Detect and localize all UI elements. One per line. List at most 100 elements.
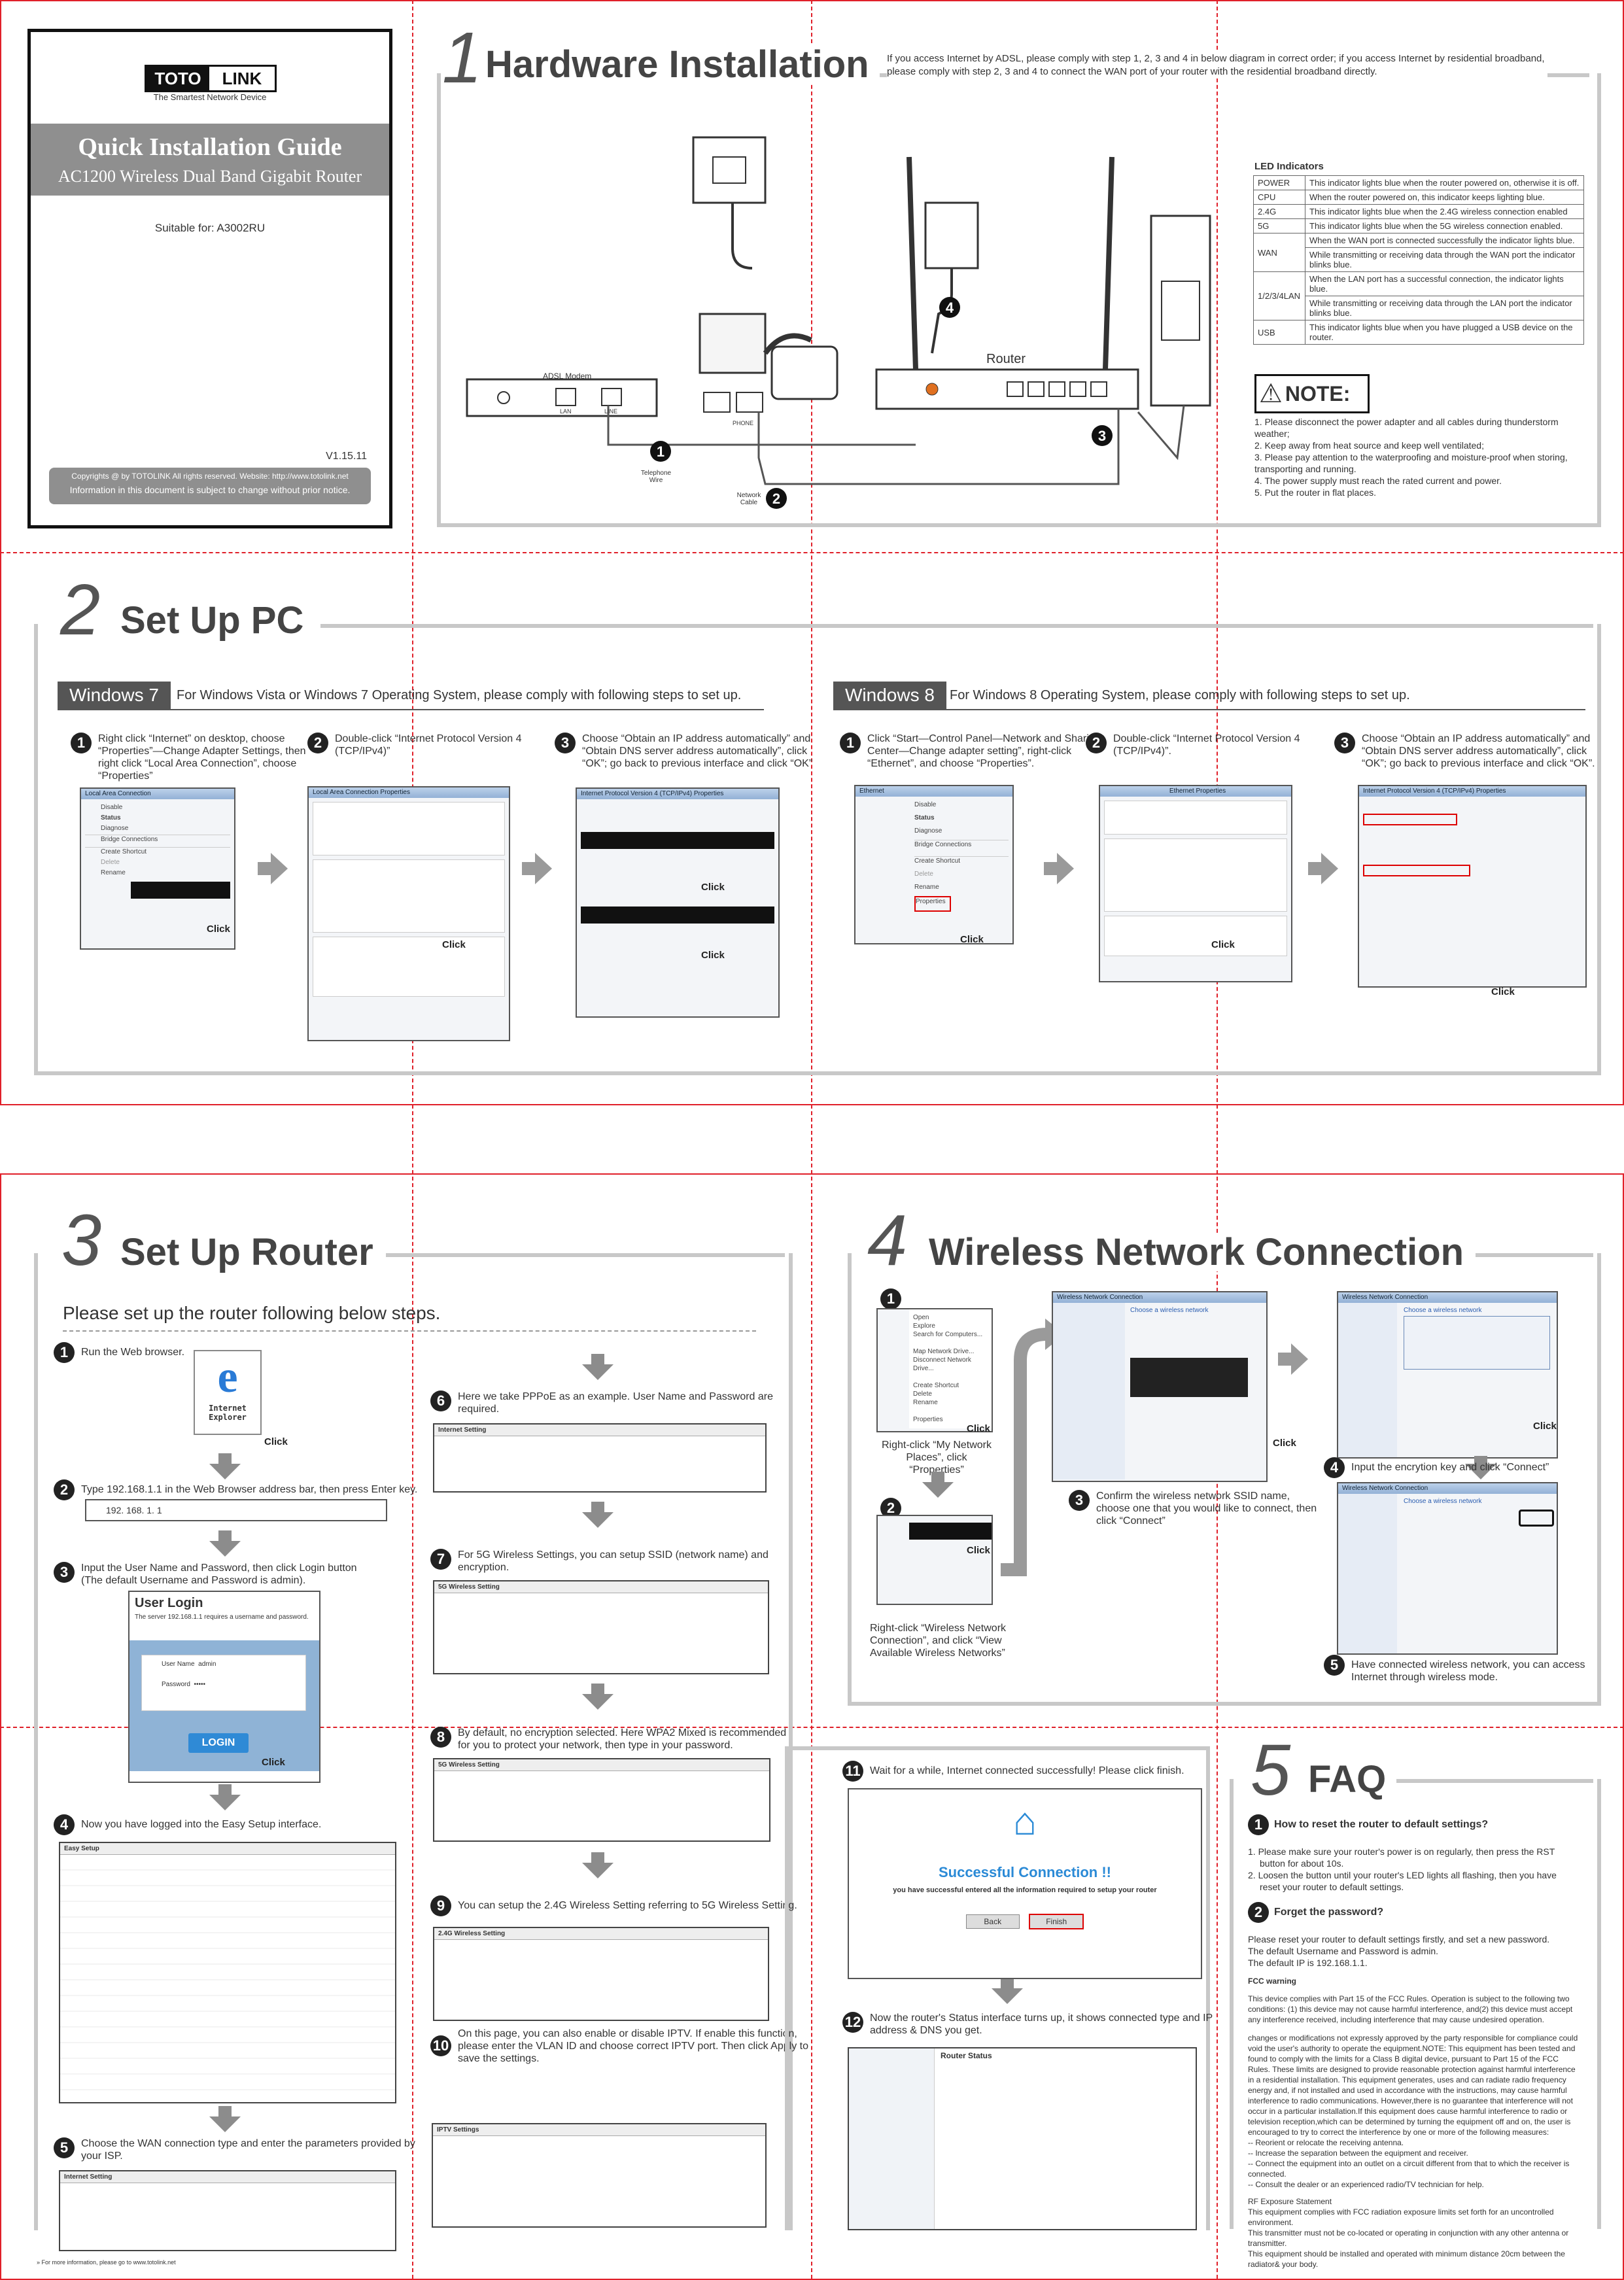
windows7-tab: Windows 7 (58, 682, 171, 709)
router-step-3-text: Input the User Name and Password, then c… (81, 1563, 357, 1586)
menu-item[interactable]: Rename (101, 869, 126, 876)
router-step-2-text: Type 192.168.1.1 in the Web Browser addr… (81, 1484, 418, 1495)
led-row-wan-2: While transmitting or receiving data thr… (1254, 247, 1584, 272)
s4-frame (848, 1253, 1601, 1706)
faq-a1-line: 2. Loosen the button until your router's… (1248, 1870, 1557, 1892)
wireless-window-title: Wireless Network Connection (1053, 1292, 1266, 1303)
lac-label: Local Area Connection (81, 789, 234, 799)
login-button[interactable]: LOGIN (188, 1733, 249, 1753)
fcc-title: FCC warning (1248, 1977, 1296, 1986)
back-button[interactable]: Back (965, 1914, 1020, 1929)
encryption-key-shot: Wireless Network Connection Choose a wir… (1337, 1291, 1558, 1459)
router-step-8-text: By default, no encryption selected. Here… (458, 1727, 787, 1751)
menu-item[interactable]: Status (101, 814, 121, 821)
adsl-modem-label: ADSL Modem (543, 371, 592, 381)
redacted-bar (581, 832, 774, 849)
choose-network-shot: Wireless Network Connection Choose a wir… (1052, 1291, 1268, 1482)
windows8-tab: Windows 8 (833, 682, 946, 709)
click-label: Click (1273, 1438, 1296, 1449)
led-desc-2: While transmitting or receiving data thr… (1305, 296, 1584, 320)
menu-item[interactable]: Delete (914, 871, 933, 878)
note-box: ⚠ NOTE: (1254, 374, 1370, 413)
menu-item[interactable]: Create Shortcut (85, 847, 230, 858)
lac-properties-title: Local Area Connection Properties (309, 787, 509, 798)
menu-item[interactable]: Bridge Connections (85, 835, 230, 847)
ipv4-title: Internet Protocol Version 4 (TCP/IPv4) P… (1359, 786, 1585, 797)
arrow-body (591, 1502, 604, 1513)
menu-item[interactable]: Disable (101, 804, 123, 811)
s2-frame (34, 624, 1601, 1075)
menu-item[interactable]: Diagnose (914, 827, 942, 835)
lan-label: LAN (560, 408, 572, 415)
network-cable-label: Network Cable (736, 492, 761, 506)
arrow-body (1001, 1979, 1014, 1990)
cover-version: V1.15.11 (326, 451, 367, 462)
s2-title: Set Up PC (120, 602, 316, 640)
menu-item[interactable]: Disable (914, 801, 937, 808)
s1-number: 1 (442, 22, 487, 94)
s3-intro-rule (63, 1330, 756, 1332)
win8-rule (833, 709, 1585, 710)
s3-rule (386, 1253, 785, 1257)
finish-button[interactable]: Finish (1029, 1914, 1084, 1929)
username-value[interactable]: admin (198, 1661, 216, 1668)
s4-title: Wireless Network Connection (929, 1234, 1476, 1271)
click-label: Click (701, 950, 725, 961)
menu-item[interactable]: Status (914, 814, 935, 821)
cover-title: Quick Installation Guide (78, 133, 342, 161)
menu-item[interactable]: Bridge Connections (914, 840, 1009, 856)
arrow-down-icon (209, 1464, 241, 1479)
win8-context-menu-shot: Ethernet Disable Status Diagnose Bridge … (854, 785, 1014, 944)
windows7-text: For Windows Vista or Windows 7 Operating… (177, 688, 742, 702)
led-desc: This indicator lights blue when you have… (1305, 320, 1584, 345)
fcc-list-item: -- Connect the equipment into an outlet … (1248, 2159, 1570, 2179)
router-step-1-text: Run the Web browser. (81, 1347, 185, 1358)
choose-network-heading: Choose a wireless network (1404, 1307, 1482, 1314)
s5-title: FAQ (1308, 1761, 1397, 1799)
pppoe-form: Internet Setting (433, 1423, 767, 1493)
arrow-right-icon (535, 853, 552, 884)
router-label: Router (986, 352, 1026, 366)
click-label: Click (1491, 986, 1515, 997)
menu-item[interactable]: Diagnose (101, 825, 129, 832)
arrow-right-icon (1321, 853, 1338, 884)
ipv4-properties-shot-win7: Internet Protocol Version 4 (TCP/IPv4) P… (576, 787, 780, 1018)
arrow-right-icon (1057, 853, 1074, 884)
led-row-lan-2: While transmitting or receiving data thr… (1254, 296, 1584, 320)
fcc-paragraph: changes or modifications not expressly a… (1248, 2033, 1578, 2137)
faq-a2-line: The default IP is 192.168.1.1. (1248, 1958, 1368, 1968)
arrow-down-icon (209, 1541, 241, 1557)
led-desc-2: While transmitting or receiving data thr… (1305, 247, 1584, 272)
menu-item[interactable]: Create Shortcut (914, 856, 1009, 870)
led-desc: When the LAN port has a successful conne… (1305, 271, 1584, 296)
password-value[interactable]: ••••• (194, 1681, 205, 1688)
address-bar[interactable]: 192. 168. 1. 1 (85, 1499, 387, 1521)
menu-item[interactable]: Delete (101, 859, 120, 866)
arrow-body (591, 1684, 604, 1695)
led-name: CPU (1253, 190, 1305, 205)
arrow-down-icon (922, 1482, 954, 1498)
ethernet-label: Ethernet (855, 786, 1012, 797)
s5-number: 5 (1251, 1735, 1298, 1806)
win8-step-1-text: Click “Start—Control Panel—Network and S… (867, 733, 1101, 769)
s4-step1-marker: 1 (880, 1288, 901, 1309)
win7-step-3-text: Choose “Obtain an IP address automatical… (582, 733, 813, 769)
5g-wireless-form: 5G Wireless Setting (433, 1580, 769, 1674)
s5-frame (1230, 1779, 1601, 2229)
notes-list: 1. Please disconnect the power adapter a… (1254, 416, 1581, 498)
menu-item[interactable]: Rename (914, 884, 939, 891)
menu-item-properties[interactable]: Properties (914, 896, 951, 912)
redacted-bar (581, 907, 774, 924)
